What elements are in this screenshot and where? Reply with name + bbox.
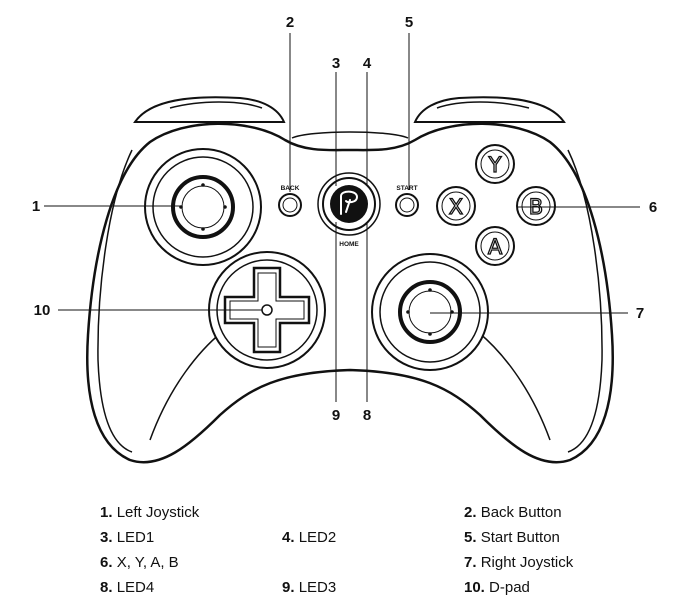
legend-text: X, Y, A, B <box>116 554 179 571</box>
legend-item-3: 3. LED1 <box>100 529 154 547</box>
legend-text: Left Joystick <box>116 504 200 521</box>
legend: 1. Left Joystick 2. Back Button 3. LED1 … <box>0 500 700 611</box>
legend-number: 7. <box>464 554 477 571</box>
home-label: HOME <box>339 241 359 248</box>
grip-line-right <box>477 331 551 441</box>
right-bumper <box>413 96 566 123</box>
legend-item-4: 4. LED2 <box>282 529 336 547</box>
legend-number: 5. <box>464 529 477 546</box>
top-bridge <box>291 131 409 139</box>
callout-8: 8 <box>363 407 371 424</box>
legend-text: LED2 <box>298 529 337 546</box>
controller-diagram: BACK START HOME Y X B A <box>32 14 657 464</box>
legend-number: 8. <box>100 579 113 596</box>
body-inner-line-right <box>567 149 603 453</box>
callout-4: 4 <box>363 55 372 72</box>
legend-item-10: 10. D-pad <box>464 579 530 597</box>
legend-text: LED3 <box>298 579 337 596</box>
legend-number: 6. <box>100 554 113 571</box>
legend-number: 1. <box>100 504 113 521</box>
legend-number: 3. <box>100 529 113 546</box>
a-button-label: A <box>488 235 503 259</box>
callout-2: 2 <box>286 14 294 31</box>
legend-number: 4. <box>282 529 295 546</box>
legend-text: D-pad <box>489 579 530 596</box>
legend-item-6: 6. X, Y, A, B <box>100 554 179 572</box>
legend-item-8: 8. LED4 <box>100 579 154 597</box>
legend-text: LED1 <box>116 529 155 546</box>
left-bumper <box>133 96 286 123</box>
legend-text: LED4 <box>116 579 155 596</box>
start-label: START <box>396 185 417 192</box>
grip-line-left <box>149 331 223 441</box>
legend-number: 2. <box>464 504 477 521</box>
legend-text: Start Button <box>480 529 560 546</box>
leader-lines <box>44 33 640 402</box>
legend-number: 9. <box>282 579 295 596</box>
callout-6: 6 <box>649 199 657 216</box>
brand-logo-icon <box>340 190 359 215</box>
b-button[interactable]: B <box>516 186 556 226</box>
right-joystick[interactable] <box>371 253 489 371</box>
legend-text: Right Joystick <box>480 554 574 571</box>
start-button[interactable] <box>395 193 419 217</box>
x-button-label: X <box>449 195 463 219</box>
callout-10: 10 <box>34 302 51 319</box>
y-button-label: Y <box>488 153 502 177</box>
y-button[interactable]: Y <box>475 144 515 184</box>
legend-text: Back Button <box>480 504 562 521</box>
left-joystick[interactable] <box>144 148 262 266</box>
x-button[interactable]: X <box>436 186 476 226</box>
body-inner-line-left <box>97 149 133 453</box>
callout-3: 3 <box>332 55 340 72</box>
legend-item-2: 2. Back Button <box>464 504 562 522</box>
legend-item-7: 7. Right Joystick <box>464 554 573 572</box>
callout-5: 5 <box>405 14 413 31</box>
legend-number: 10. <box>464 579 485 596</box>
callout-9: 9 <box>332 407 340 424</box>
a-button[interactable]: A <box>475 226 515 266</box>
legend-item-1: 1. Left Joystick <box>100 504 199 522</box>
legend-item-9: 9. LED3 <box>282 579 336 597</box>
back-button[interactable] <box>278 193 302 217</box>
callout-7: 7 <box>636 305 644 322</box>
callout-1: 1 <box>32 198 40 215</box>
legend-item-5: 5. Start Button <box>464 529 560 547</box>
